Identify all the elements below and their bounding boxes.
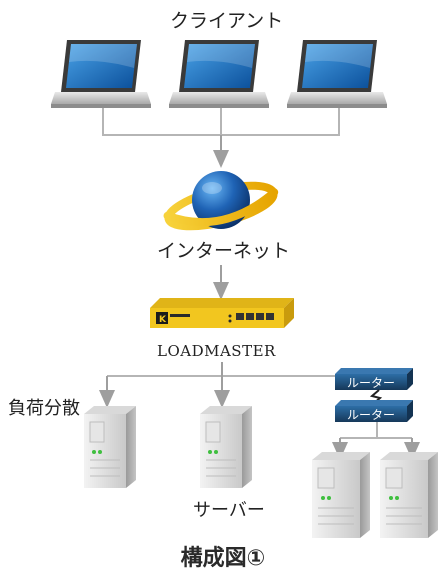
- laptop-icon: [51, 40, 151, 108]
- router-bottom-label: ルーター: [347, 408, 395, 422]
- connection-lines: [99, 108, 420, 460]
- server-tower-icon: [312, 452, 370, 538]
- server-label: サーバー: [193, 500, 265, 521]
- laptop-icon: [287, 40, 387, 108]
- server-tower-icon: [380, 452, 438, 538]
- svg-text:K: K: [159, 315, 167, 325]
- loadmaster-appliance-icon: K: [150, 298, 294, 328]
- router-icon: ルーター: [335, 368, 413, 390]
- laptop-icon: [169, 40, 269, 108]
- client-bus-line: [102, 108, 340, 136]
- server-tower-icon: [200, 406, 252, 488]
- router-icon: ルーター: [335, 400, 413, 422]
- load-balancing-label: 負荷分散: [8, 398, 80, 419]
- router-top-label: ルーター: [347, 376, 395, 390]
- loadmaster-label: LOADMASTER: [157, 342, 276, 360]
- internet-label: インターネット: [157, 240, 291, 262]
- server-tower-icon: [84, 406, 136, 488]
- diagram-caption: 構成図①: [180, 546, 266, 571]
- remote-servers-line: [340, 422, 412, 439]
- clients-label: クライアント: [170, 10, 284, 32]
- globe-icon: [163, 171, 279, 231]
